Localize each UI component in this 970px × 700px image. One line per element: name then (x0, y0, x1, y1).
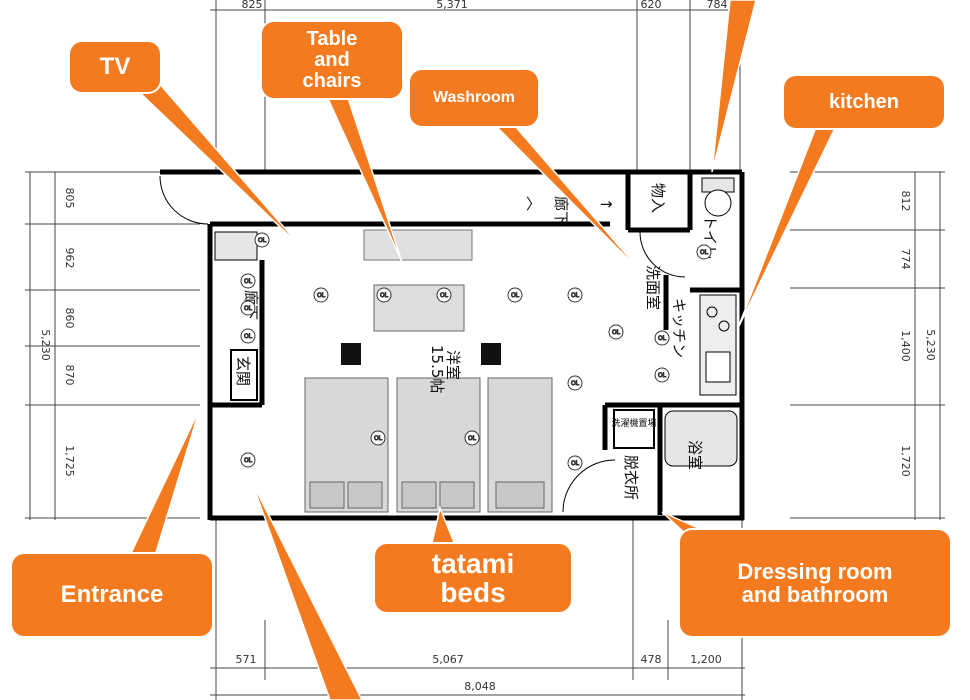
dim-top-4: 784 (707, 0, 728, 11)
dim-bottom-2: 5,067 (432, 653, 464, 666)
corridor-arrow-right: → (600, 195, 613, 213)
callout-dressing-bathroom-label: Dressing room and bathroom (737, 558, 893, 607)
callout-table-chairs-label: Table and chairs (302, 27, 362, 92)
dim-right-4: 1,720 (899, 445, 912, 477)
callout-kitchen: kitchen (784, 76, 944, 128)
leader-lines (120, 0, 840, 700)
outlet-label: OL (571, 292, 580, 299)
chair-right (481, 343, 501, 365)
dim-left-2: 962 (63, 248, 76, 269)
dim-left-5: 1,725 (63, 445, 76, 477)
outlet-label: OL (440, 292, 449, 299)
dim-bottom-4: 1,200 (690, 653, 722, 666)
dim-bottom-1: 571 (236, 653, 257, 666)
tv-stand (363, 229, 473, 261)
outlet-symbols: OL OL OL OL OL OL OL OL OL OL OL OL OL OL OL OL OL OL (240, 232, 712, 471)
dim-left-3: 860 (63, 308, 76, 329)
dim-right-1: 812 (899, 191, 912, 212)
kitchen-label: キッチン (670, 298, 688, 358)
entry-area: 廊下 玄関 (214, 231, 260, 401)
outlet-label: OL (244, 278, 253, 285)
dressing-label: 脱衣所 (622, 455, 640, 500)
outlet-label: OL (380, 292, 389, 299)
toilet: トイレ (701, 177, 735, 260)
dim-right-total: 5,230 (924, 329, 937, 361)
outlet-label: OL (317, 292, 326, 299)
callout-entrance: Entrance (12, 554, 212, 636)
callout-table-chairs: Table and chairs (262, 22, 402, 98)
callout-tatami-beds: tatami beds (375, 544, 571, 612)
callout-washroom-label: Washroom (432, 88, 516, 106)
outlet-label: OL (374, 435, 383, 442)
callout-tatami-beds-label: tatami beds (431, 547, 515, 608)
dim-left-total: 5,230 (39, 329, 52, 361)
dim-right-3: 1,400 (899, 330, 912, 362)
main-room-name: 洋室 (444, 350, 462, 380)
callout-tv: TV (70, 42, 160, 92)
dim-right-2: 774 (899, 249, 912, 270)
callout-kitchen-label: kitchen (828, 90, 900, 113)
bath-area: 浴室 洗濯機置場 脱衣所 (562, 409, 738, 513)
outlet-label: OL (468, 435, 477, 442)
laundry-label: 洗濯機置場 (611, 417, 656, 429)
outlet-label: OL (658, 372, 667, 379)
corridor-label: 廊下 (552, 196, 570, 226)
outer-corridor (159, 169, 742, 225)
kitchen-area: キッチン (670, 294, 737, 396)
outlet-label: OL (244, 305, 253, 312)
dim-left-4: 870 (63, 365, 76, 386)
dim-top-2: 5,371 (436, 0, 468, 11)
dim-top-1: 825 (242, 0, 263, 11)
entrance-label: 玄関 (234, 356, 252, 386)
storage-label: 物入 (649, 183, 667, 213)
left-dimensions (25, 171, 200, 520)
washroom-label: 洗面室 (644, 265, 662, 310)
outlet-label: OL (258, 237, 267, 244)
outlet-label: OL (658, 335, 667, 342)
chair-left (341, 343, 361, 365)
callout-dressing-bathroom: Dressing room and bathroom (680, 530, 950, 636)
dim-top-3: 620 (641, 0, 662, 11)
outlet-label: OL (511, 292, 520, 299)
dim-left-1: 805 (63, 188, 76, 209)
outlet-label: OL (612, 329, 621, 336)
dim-bottom-total: 8,048 (464, 680, 496, 693)
outlet-label: OL (571, 380, 580, 387)
outlet-label: OL (700, 249, 709, 256)
callout-tv-label: TV (99, 53, 131, 81)
outlet-label: OL (244, 457, 253, 464)
dim-bottom-3: 478 (641, 653, 662, 666)
washroom-area: 洗面室 (639, 231, 686, 310)
callout-entrance-label: Entrance (60, 581, 164, 609)
right-dimensions (790, 171, 945, 520)
main-room-size: 15.5帖 (428, 345, 446, 393)
outlet-label: OL (244, 333, 253, 340)
bath-label: 浴室 (686, 440, 704, 470)
callout-washroom: Washroom (410, 70, 538, 126)
outlet-label: OL (571, 460, 580, 467)
corridor-arrow-left: 〉 (526, 195, 541, 213)
